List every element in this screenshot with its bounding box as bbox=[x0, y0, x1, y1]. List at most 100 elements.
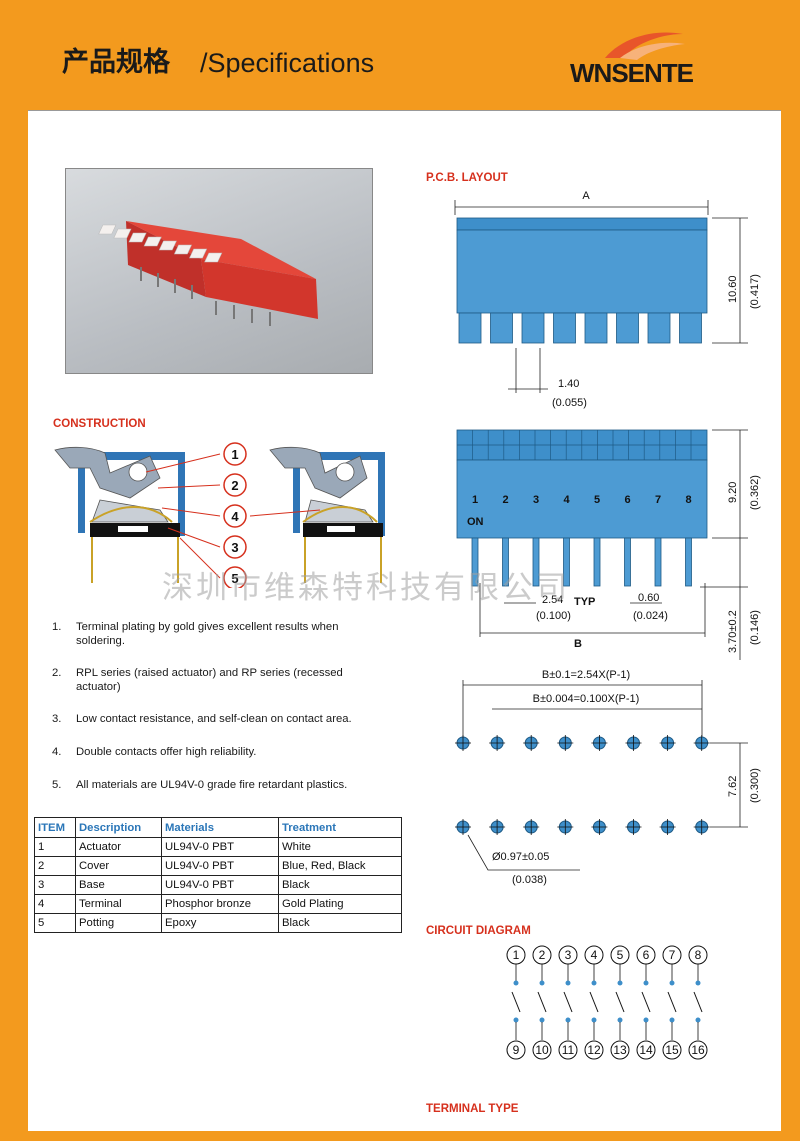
circuit-top-label: 1 bbox=[513, 948, 520, 962]
note-text: RPL series (raised actuator) and RP seri… bbox=[76, 667, 343, 693]
actuator-tooth bbox=[647, 312, 671, 344]
actuator-tooth bbox=[458, 312, 482, 344]
table-cell: White bbox=[278, 837, 402, 857]
pcb-pin bbox=[685, 537, 692, 587]
th-treatment: Treatment bbox=[278, 817, 402, 838]
pin-w-mm: 0.60 bbox=[638, 592, 659, 604]
note-text: Low contact resistance, and self-clean o… bbox=[76, 713, 352, 725]
title-english: /Specifications bbox=[200, 48, 375, 78]
brand-flame-logo bbox=[605, 32, 685, 60]
switch-1: 19 bbox=[506, 945, 526, 1060]
note-number: 4. bbox=[52, 746, 62, 758]
note-item: 5.All materials are UL94V-0 grade fire r… bbox=[52, 778, 382, 792]
pcb-hole bbox=[625, 819, 642, 835]
note-item: 4.Double contacts offer high reliability… bbox=[52, 745, 382, 759]
circuit-title: CIRCUIT DIAGRAM bbox=[426, 925, 531, 937]
table-cell: Actuator bbox=[75, 837, 162, 857]
callout-3: 3 bbox=[223, 535, 247, 559]
circuit-bottom-label: 12 bbox=[587, 1043, 601, 1057]
formula-mm: B±0.1=2.54X(P-1) bbox=[542, 669, 630, 681]
table-cell: Terminal bbox=[75, 894, 162, 914]
table-cell: Base bbox=[75, 875, 162, 895]
header-bar: 产品规格 /Specifications WNSENTE bbox=[0, 0, 800, 110]
switch-4: 412 bbox=[584, 945, 604, 1060]
actuator-tooth bbox=[584, 312, 608, 344]
table-cell: Phosphor bronze bbox=[161, 894, 279, 914]
pin-width-mm: 1.40 bbox=[558, 378, 579, 390]
pitch-typ: TYP bbox=[574, 596, 595, 608]
pcb-hole bbox=[659, 819, 676, 835]
switch-2: 210 bbox=[532, 945, 552, 1060]
pitch-mm: 2.54 bbox=[542, 594, 563, 606]
pcb-pin bbox=[593, 537, 601, 587]
pcb-pin bbox=[502, 537, 509, 587]
pcb-pin bbox=[532, 537, 540, 587]
note-item: 2. RPL series (raised actuator) and RP se… bbox=[52, 666, 382, 694]
table-cell: 3 bbox=[34, 875, 76, 895]
pcb-hole bbox=[659, 735, 676, 751]
pcb-hole bbox=[455, 735, 471, 751]
note-item: 3. Low contact resistance, and self-clean… bbox=[52, 712, 382, 726]
terminal-type-title: TERMINAL TYPE bbox=[426, 1103, 519, 1115]
callout-5: 5 bbox=[223, 566, 247, 588]
pin-width-in: (0.055) bbox=[552, 397, 587, 409]
pin-number-label: 1 bbox=[472, 494, 478, 506]
table-cell: Epoxy bbox=[161, 913, 279, 933]
pin-len-mm: 3.70±0.2 bbox=[727, 610, 739, 653]
pcb-hole bbox=[455, 819, 471, 835]
circuit-top-label: 5 bbox=[617, 948, 624, 962]
pcb-hole bbox=[557, 819, 574, 835]
note-number: 2. bbox=[52, 667, 62, 679]
pcb-hole bbox=[591, 819, 608, 835]
pcb-hole bbox=[557, 735, 574, 751]
table-cell: 4 bbox=[34, 894, 76, 914]
row-in: (0.300) bbox=[749, 768, 761, 803]
circuit-bottom-label: 10 bbox=[535, 1043, 549, 1057]
pin-number-label: 3 bbox=[533, 494, 539, 506]
table-cell: 2 bbox=[34, 856, 76, 876]
switch-5: 5 13 bbox=[610, 945, 630, 1060]
table-cell: 5 bbox=[34, 913, 76, 933]
circuit-top-label: 8 bbox=[695, 948, 702, 962]
pcb-hole bbox=[693, 735, 710, 751]
callout-2: 2 bbox=[223, 473, 247, 497]
pcb-pin bbox=[471, 537, 479, 587]
table-cell: UL94V-0 PBT bbox=[161, 856, 279, 876]
table-cell: Black bbox=[278, 913, 402, 933]
formula-in: B±0.004=0.100X(P-1) bbox=[533, 693, 640, 705]
pcb-hole bbox=[625, 735, 642, 751]
svg-text:1: 1 bbox=[231, 447, 238, 462]
pcb-pin bbox=[654, 537, 662, 587]
pin-number-label: 4 bbox=[564, 494, 571, 506]
side-height-in: (0.362) bbox=[749, 475, 761, 510]
switch-3: 311 bbox=[558, 945, 578, 1060]
switch-6: 614 bbox=[636, 945, 656, 1060]
pcb-hole bbox=[693, 819, 710, 835]
circuit-bottom-label: 13 bbox=[613, 1043, 627, 1057]
pin-number-label: 8 bbox=[686, 494, 692, 506]
callout-1: 1 bbox=[223, 442, 247, 466]
table-cell: 1 bbox=[34, 837, 76, 857]
svg-text:5: 5 bbox=[231, 571, 238, 586]
note-number: 5. bbox=[52, 779, 62, 791]
row-mm: 7.62 bbox=[727, 776, 739, 797]
height-mm-label: 10.60 bbox=[727, 275, 739, 303]
svg-text:2: 2 bbox=[231, 478, 238, 493]
hole-in: (0.038) bbox=[512, 874, 547, 886]
product-photo bbox=[65, 168, 373, 374]
actuator-tooth bbox=[490, 312, 513, 344]
table-cell: Blue, Red, Black bbox=[278, 856, 402, 876]
pin-number-label: 7 bbox=[655, 494, 661, 506]
pcb-hole bbox=[489, 819, 506, 835]
table-header-row: ITEM Description Materials Treatment bbox=[34, 817, 402, 838]
pcb-hole bbox=[523, 735, 540, 751]
note-number: 3. bbox=[52, 713, 62, 725]
circuit-top-label: 7 bbox=[669, 948, 676, 962]
actuator-tooth bbox=[521, 312, 545, 344]
hole-mm: Ø0.97±0.05 bbox=[492, 851, 549, 863]
